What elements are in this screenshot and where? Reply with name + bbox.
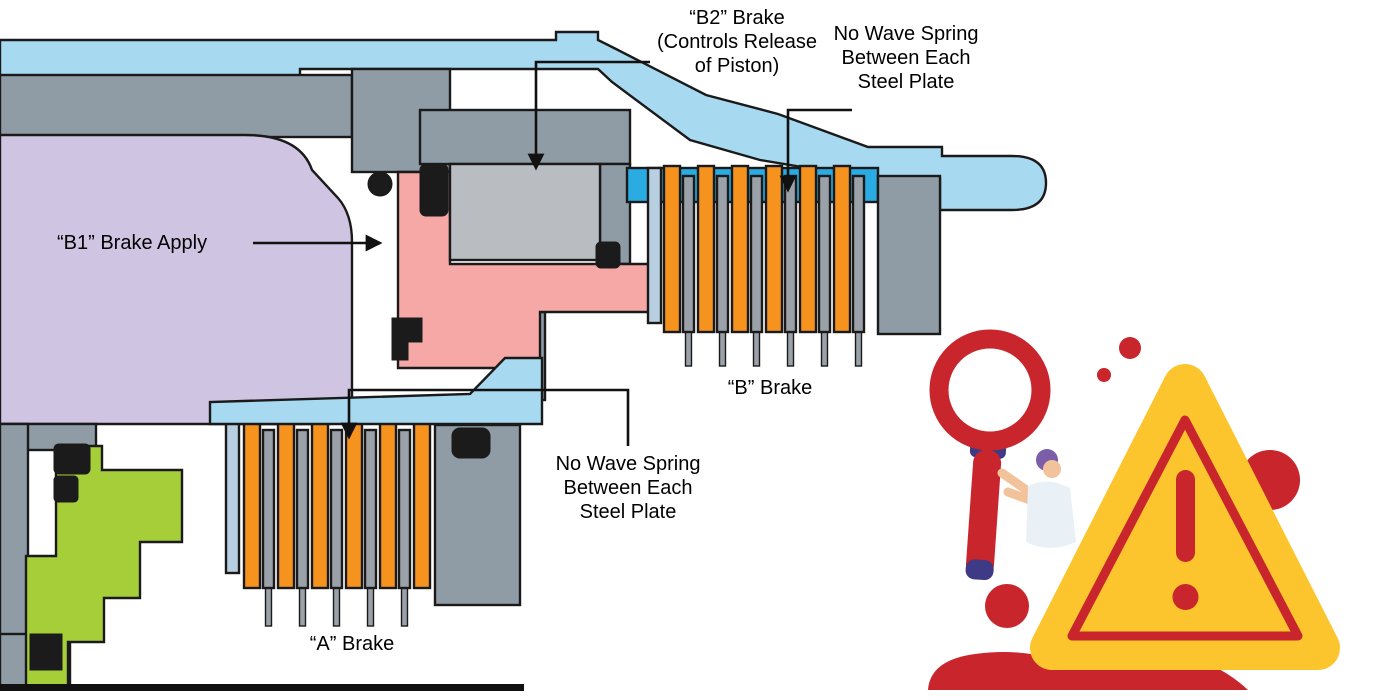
green-seal-3-icon bbox=[29, 633, 63, 671]
steel-plate-stem bbox=[752, 329, 761, 367]
steel-plate bbox=[397, 428, 412, 590]
friction-plate bbox=[832, 164, 852, 334]
steel-plate-stem bbox=[298, 585, 307, 627]
label-b1-brake-apply: “B1” Brake Apply bbox=[57, 232, 208, 254]
friction-plate bbox=[798, 164, 818, 334]
red-dot-small bbox=[1097, 368, 1111, 382]
case-top-bar bbox=[418, 108, 632, 166]
arrow-no-wave-spring-bottom bbox=[340, 388, 630, 446]
steel-plate bbox=[851, 174, 866, 334]
friction-plate bbox=[662, 164, 682, 334]
green-seal-2-icon bbox=[53, 475, 79, 503]
person-face bbox=[1043, 460, 1061, 478]
b2-piston-body bbox=[448, 162, 602, 262]
input-drum-purple bbox=[0, 133, 354, 426]
person-figure bbox=[997, 449, 1076, 548]
magnifier-handle bbox=[965, 449, 1002, 578]
b-brake-clutch-pack bbox=[662, 164, 866, 367]
steel-plate-stem bbox=[786, 329, 795, 367]
exclamation-dot bbox=[1172, 584, 1199, 610]
steel-plate-stem bbox=[854, 329, 863, 367]
b-brake-housing bbox=[876, 174, 942, 336]
friction-plate bbox=[696, 164, 716, 334]
magnifier-handle-tip bbox=[965, 559, 994, 581]
steel-plate bbox=[715, 174, 730, 334]
steel-plate bbox=[261, 428, 276, 590]
arrow-b2-brake bbox=[527, 60, 650, 171]
warning-illustration bbox=[928, 329, 1340, 690]
case-left-block bbox=[0, 73, 354, 139]
person-torso bbox=[1026, 481, 1076, 548]
green-seal-1-icon bbox=[53, 443, 91, 475]
green-hub bbox=[24, 444, 184, 690]
steel-plate-stem bbox=[400, 585, 409, 627]
red-dot-bottom-left bbox=[985, 584, 1029, 628]
label-no-wave-spring-bottom: No Wave Spring Between Each Steel Plate bbox=[555, 453, 701, 523]
warning-triangle-inner-border bbox=[1067, 415, 1303, 641]
steel-plate-stem bbox=[820, 329, 829, 367]
steel-plate bbox=[681, 174, 696, 334]
steel-plate-stem bbox=[718, 329, 727, 367]
label-b2-brake: “B2” Brake (Controls Release of Piston) bbox=[656, 7, 818, 77]
steel-plate bbox=[363, 428, 378, 590]
steel-plate-stem bbox=[366, 585, 375, 627]
friction-plate bbox=[344, 418, 364, 590]
friction-plate bbox=[242, 418, 262, 590]
friction-plate bbox=[412, 418, 432, 590]
label-no-wave-spring-top: No Wave Spring Between Each Steel Plate bbox=[833, 23, 979, 93]
piston-seal-lower-icon bbox=[391, 317, 423, 361]
a-pack-pressure-plate bbox=[224, 416, 241, 575]
label-a-brake: “A” Brake bbox=[309, 633, 395, 655]
steel-plate-stem bbox=[684, 329, 693, 367]
label-b-brake: “B” Brake bbox=[727, 377, 813, 399]
a-brake-drum-blue bbox=[208, 356, 544, 426]
friction-plate bbox=[764, 164, 784, 334]
exclamation-bar bbox=[1176, 470, 1195, 562]
exclamation-icon bbox=[1172, 470, 1199, 610]
steel-plate bbox=[749, 174, 764, 334]
steel-plate-stem bbox=[332, 585, 341, 627]
steel-plate bbox=[783, 174, 798, 334]
a-brake-clutch-pack bbox=[242, 418, 432, 627]
magnifier-lens bbox=[929, 329, 1051, 451]
red-dot-medium bbox=[1119, 337, 1141, 359]
o-ring-seal-icon bbox=[367, 171, 393, 197]
magnifier-icon bbox=[965, 439, 1007, 581]
friction-plate bbox=[310, 418, 330, 590]
b-pack-pressure-plate bbox=[646, 166, 663, 325]
friction-plate bbox=[378, 418, 398, 590]
a-housing-seal-icon bbox=[451, 427, 491, 459]
piston-seal-right-icon bbox=[595, 241, 621, 269]
steel-plate bbox=[817, 174, 832, 334]
friction-plate bbox=[730, 164, 750, 334]
arrow-no-wave-spring-top bbox=[779, 108, 852, 193]
friction-plate bbox=[276, 418, 296, 590]
steel-plate-stem bbox=[264, 585, 273, 627]
steel-plate bbox=[329, 428, 344, 590]
piston-seal-top-icon bbox=[419, 163, 449, 217]
ground-line bbox=[0, 684, 524, 691]
steel-plate bbox=[295, 428, 310, 590]
